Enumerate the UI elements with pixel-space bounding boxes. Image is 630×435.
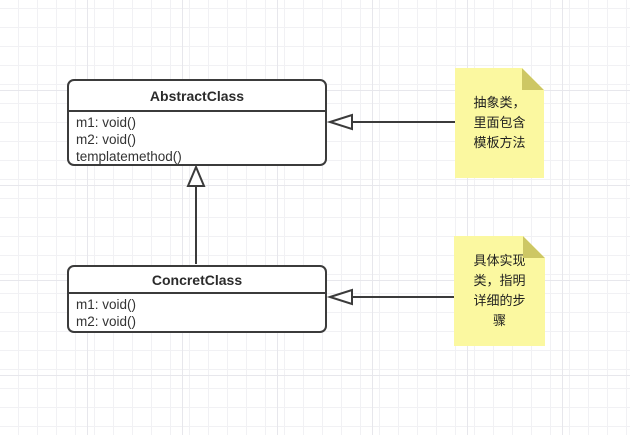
- class-member: m2: void(): [76, 132, 137, 147]
- class-box-concretclass[interactable]: ConcretClass m1: void() m2: void(): [67, 265, 327, 333]
- note-text-line: 具体实现: [473, 253, 526, 268]
- sticky-note-abstract[interactable]: 抽象类， 里面包含 模板方法: [455, 68, 544, 178]
- class-member: m2: void(): [76, 314, 137, 329]
- note-text-line: 骤: [492, 313, 506, 328]
- class-member: m1: void(): [76, 297, 137, 312]
- open-arrow-icon: [326, 288, 353, 306]
- note-text-line: 模板方法: [473, 135, 526, 150]
- class-members: m1: void() m2: void(): [69, 294, 325, 330]
- sticky-note-concret[interactable]: 具体实现 类，指明 详细的步 骤: [454, 236, 545, 346]
- note-text-line: 抽象类，: [473, 95, 526, 110]
- class-box-abstractclass[interactable]: AbstractClass m1: void() m2: void() temp…: [67, 79, 327, 166]
- note-text-line: 类，指明: [473, 273, 526, 288]
- class-member: templatemethod(): [76, 149, 182, 164]
- note-connector-abstract[interactable]: [326, 113, 455, 131]
- note-text-line: 里面包含: [473, 115, 526, 130]
- inheritance-edge[interactable]: [186, 164, 206, 264]
- inheritance-triangle-icon: [186, 164, 206, 187]
- note-connector-concret[interactable]: [326, 288, 454, 306]
- class-members: m1: void() m2: void() templatemethod(): [69, 112, 325, 164]
- class-member: m1: void(): [76, 115, 137, 130]
- open-arrow-icon: [326, 113, 353, 131]
- class-title: AbstractClass: [69, 81, 325, 112]
- note-text-line: 详细的步: [473, 293, 526, 308]
- class-title: ConcretClass: [69, 267, 325, 294]
